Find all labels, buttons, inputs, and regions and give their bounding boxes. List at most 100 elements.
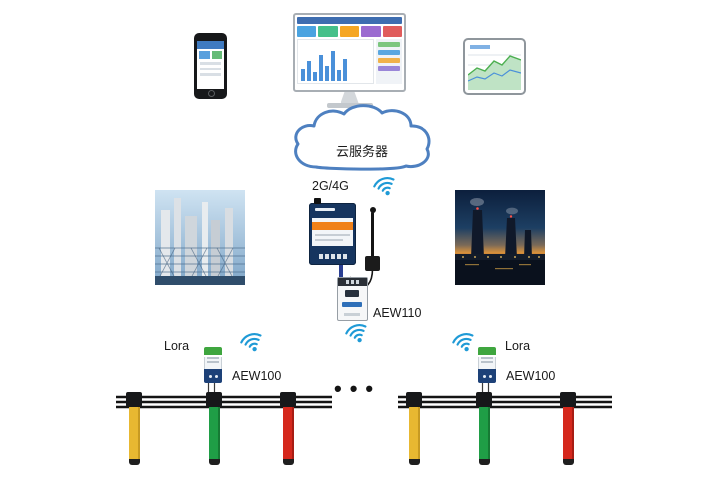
tablet-chart bbox=[468, 45, 521, 90]
smartphone-app-header bbox=[197, 41, 224, 49]
aew110-meter-device bbox=[337, 277, 368, 321]
monitor-screen bbox=[293, 13, 406, 92]
gateway-panel-line bbox=[315, 239, 343, 241]
smartphone-app-tiles bbox=[197, 49, 224, 59]
lora-label-left: Lora bbox=[164, 339, 190, 353]
collector-body bbox=[478, 357, 496, 369]
meter-lcd-screen bbox=[345, 290, 359, 297]
gateway-logo-mark bbox=[315, 208, 335, 211]
chart-bar bbox=[331, 51, 335, 81]
gateway-terminals bbox=[312, 250, 353, 262]
ct-sensor-body bbox=[408, 407, 420, 459]
ct-clamp-cap bbox=[280, 392, 296, 407]
terminal bbox=[336, 253, 341, 259]
gateway-front-panel bbox=[312, 218, 353, 246]
dashboard-side-panel bbox=[376, 39, 402, 84]
terminal bbox=[346, 280, 349, 284]
ct-sensor-tip bbox=[282, 459, 294, 465]
ct-sensor-tip bbox=[562, 459, 574, 465]
side-panel-row bbox=[378, 66, 400, 71]
lora-label-right: Lora bbox=[505, 339, 531, 353]
desktop-monitor-icon bbox=[293, 13, 406, 108]
smartphone-screen bbox=[197, 41, 224, 89]
three-phase-cables-right bbox=[398, 395, 612, 409]
ct-sensor-green bbox=[476, 392, 492, 466]
tablet-icon bbox=[463, 38, 526, 95]
cellular-gateway-device bbox=[309, 198, 356, 265]
uplink-network-label: 2G/4G bbox=[312, 179, 349, 193]
collector-terminal-section bbox=[478, 369, 496, 383]
side-panel-row bbox=[378, 58, 400, 63]
cloud-server-label: 云服务器 bbox=[335, 144, 388, 159]
collector-text-line bbox=[207, 357, 219, 359]
chart-bar bbox=[301, 69, 305, 81]
dashboard-bar-chart bbox=[297, 39, 374, 84]
more-nodes-ellipsis: ••• bbox=[334, 376, 382, 401]
ct-sensor-body bbox=[128, 407, 140, 459]
aew100-collector-device bbox=[204, 347, 222, 383]
cloud-icon bbox=[294, 104, 431, 171]
ct-sensor-green bbox=[206, 392, 222, 466]
ct-sensor-body bbox=[208, 407, 220, 459]
terminal bbox=[356, 280, 359, 284]
ct-clamp-cap bbox=[406, 392, 422, 407]
chart-bar bbox=[319, 55, 323, 81]
collector-text-line bbox=[481, 361, 493, 363]
indicator-led bbox=[214, 374, 218, 378]
ct-clamp-cap bbox=[560, 392, 576, 407]
app-text-line bbox=[200, 73, 221, 76]
collector-text-line bbox=[207, 361, 219, 363]
collector-text-line bbox=[481, 357, 493, 359]
chart-bar bbox=[307, 61, 311, 81]
ct-sensor-yellow bbox=[126, 392, 142, 466]
ct-sensor-tip bbox=[478, 459, 490, 465]
dashboard-kpi-tiles bbox=[297, 26, 403, 37]
wifi-signal-icon bbox=[373, 177, 395, 196]
ct-sensor-body bbox=[562, 407, 574, 459]
ct-clamp-cap bbox=[476, 392, 492, 407]
kpi-tile bbox=[382, 26, 403, 37]
three-phase-cables-left bbox=[116, 395, 332, 409]
side-panel-row bbox=[378, 50, 400, 55]
aew100-collector-device bbox=[478, 347, 496, 383]
antenna-connector bbox=[314, 198, 321, 204]
antenna-base bbox=[365, 256, 380, 271]
app-tile bbox=[211, 51, 222, 59]
monitor-stand-neck bbox=[340, 92, 359, 103]
chart-bar bbox=[343, 59, 347, 81]
ct-sensor-body bbox=[478, 407, 490, 459]
indicator-led bbox=[482, 374, 486, 378]
ct-sensor-tip bbox=[128, 459, 140, 465]
gateway-orange-stripe bbox=[312, 222, 353, 230]
terminal bbox=[330, 253, 335, 259]
meter-brand-stripe bbox=[342, 302, 362, 307]
power-plant-photo bbox=[455, 190, 545, 285]
collector-cap bbox=[478, 347, 496, 355]
gateway-panel-line bbox=[315, 234, 350, 236]
terminal bbox=[318, 253, 323, 259]
antenna-rod-icon bbox=[371, 212, 374, 259]
ct-sensor-tip bbox=[208, 459, 220, 465]
dashboard-navbar bbox=[297, 17, 402, 24]
smartphone-home-button bbox=[207, 89, 215, 97]
indicator-led bbox=[208, 374, 212, 378]
aew100-label-left: AEW100 bbox=[232, 369, 282, 383]
collector-cap bbox=[204, 347, 222, 355]
industrial-plant-photo bbox=[155, 190, 245, 285]
monitor-stand-base bbox=[326, 103, 373, 108]
meter-din-slot bbox=[344, 313, 360, 316]
wifi-signal-icon bbox=[240, 333, 262, 352]
antenna-tip bbox=[369, 207, 376, 213]
kpi-tile bbox=[318, 26, 338, 37]
wifi-signal-icon bbox=[452, 333, 474, 352]
chart-bar bbox=[337, 70, 341, 81]
ct-sensor-body bbox=[282, 407, 294, 459]
collector-terminal-section bbox=[204, 369, 222, 383]
chart-bar bbox=[313, 72, 317, 81]
tablet-screen bbox=[468, 43, 521, 90]
app-text-line bbox=[200, 62, 221, 65]
ct-sensor-red bbox=[280, 392, 296, 466]
app-tile bbox=[199, 51, 210, 59]
